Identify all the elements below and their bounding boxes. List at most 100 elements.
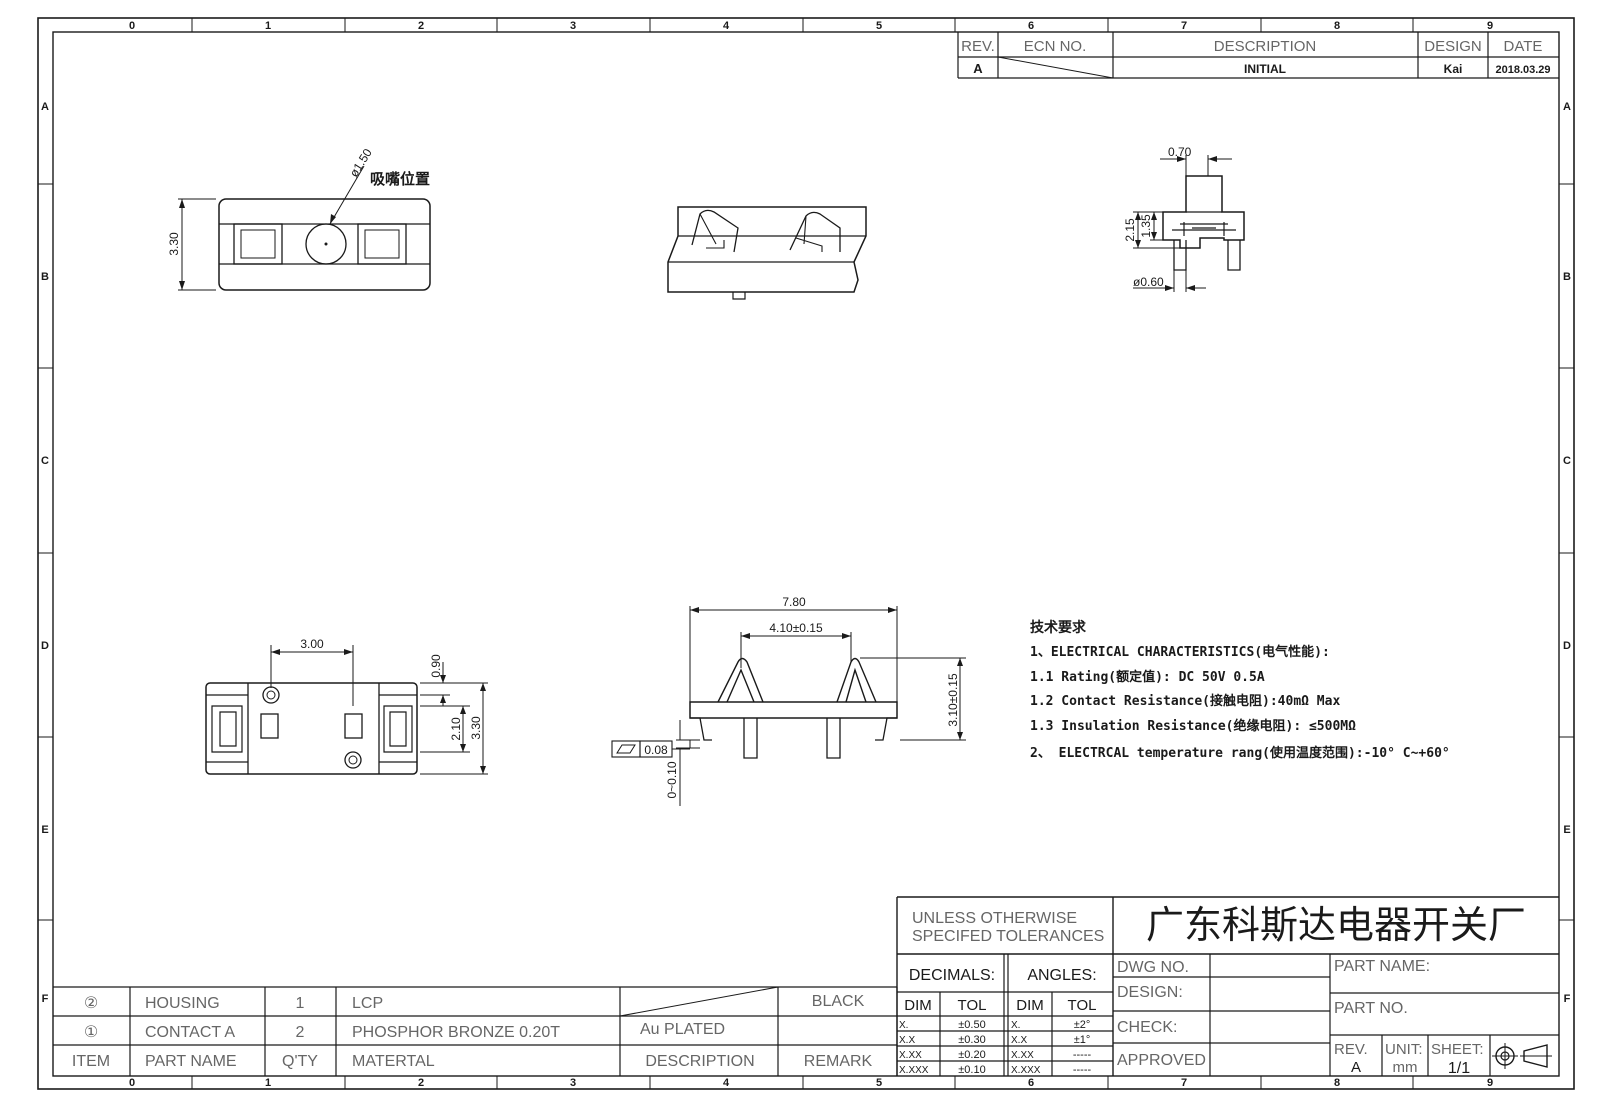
bottom-view-dim-c: 3.30	[469, 716, 483, 740]
side-view-pin-dim: ø0.60	[1133, 275, 1164, 289]
requirement-line: 1.1 Rating(额定值): DC 50V 0.5A	[1030, 669, 1265, 685]
projection-symbol-icon	[1492, 1043, 1552, 1069]
side-view: 0.70 1.35 2.15 ø0.60	[1123, 145, 1245, 292]
zone-col-top: 2	[418, 20, 424, 32]
design-header: DESIGN	[1424, 38, 1482, 55]
zone-col-bottom: 5	[876, 1077, 882, 1089]
zone-row-right: A	[1563, 101, 1571, 113]
zone-col-bottom: 0	[129, 1077, 135, 1089]
zone-col-bottom: 6	[1028, 1077, 1034, 1089]
bottom-view: 3.00 0.90 2.10 3.30	[205, 637, 488, 775]
part-name-label: PART NAME:	[1334, 958, 1430, 975]
front-view-gap-dim: 0~0.10	[665, 761, 679, 798]
zone-row-left: B	[41, 271, 49, 283]
rev-label: REV.	[1334, 1041, 1368, 1058]
bom-item-number: ②	[84, 995, 98, 1012]
approved-label: APPROVED	[1117, 1052, 1206, 1069]
angles-tol-header: TOL	[1068, 997, 1097, 1014]
technical-requirements: 技术要求 1、ELECTRICAL CHARACTERISTICS(电气性能):…	[1030, 619, 1450, 761]
unit-value: mm	[1393, 1059, 1418, 1076]
bom-remark: BLACK	[812, 993, 865, 1010]
unit-label: UNIT:	[1385, 1041, 1423, 1058]
zone-col-top: 4	[723, 20, 730, 32]
bom-part-name: HOUSING	[145, 995, 220, 1012]
decimals-dim-header: DIM	[904, 997, 932, 1014]
angles-dim: X.	[1011, 1020, 1020, 1031]
decimals-label: DECIMALS:	[909, 967, 995, 984]
date-value: 2018.03.29	[1495, 64, 1550, 76]
design-label: DESIGN:	[1117, 984, 1183, 1001]
front-view-height-dim: 3.10±0.15	[946, 673, 960, 727]
bom-header-remark: REMARK	[804, 1053, 873, 1070]
angles-tol: -----	[1073, 1064, 1092, 1076]
decimals-tol: ±0.50	[958, 1019, 985, 1031]
zone-row-right: B	[1563, 271, 1571, 283]
zone-col-bottom: 2	[418, 1077, 424, 1089]
requirement-line: 1.3 Insulation Resistance(绝缘电阻): ≤500MΩ	[1030, 718, 1356, 734]
front-view-pitch-dim: 4.10±0.15	[769, 621, 823, 635]
zone-row-right: D	[1563, 640, 1571, 652]
nozzle-center-mark	[324, 242, 328, 246]
dwg-no-label: DWG NO.	[1117, 959, 1189, 976]
bom-part-name: CONTACT A	[145, 1024, 235, 1041]
date-header: DATE	[1504, 38, 1543, 55]
flatness-symbol	[616, 744, 636, 754]
zone-col-bottom: 4	[723, 1077, 730, 1089]
side-view-top-dim: 0.70	[1168, 145, 1192, 159]
zone-col-top: 5	[876, 20, 882, 32]
check-label: CHECK:	[1117, 1019, 1177, 1036]
bom-header-name: PART NAME	[145, 1053, 237, 1070]
decimals-dim: X.	[899, 1020, 908, 1031]
front-view: 7.80 4.10±0.15 3.10±0.15 0.08 0~0.10	[611, 595, 966, 806]
bom-header-description: DESCRIPTION	[645, 1053, 754, 1070]
zone-col-top: 7	[1181, 20, 1187, 32]
zone-col-top: 6	[1028, 20, 1034, 32]
zone-col-bottom: 9	[1487, 1077, 1493, 1089]
side-view-mid-dim: 1.35	[1139, 214, 1153, 238]
zone-labels: 0 1 2 3 4 5 6 7 8 9 0 1 2 3 4 5 6 7 8 9 …	[41, 20, 1571, 1089]
bom-table: ② HOUSING 1 LCP BLACK ① CONTACT A 2 PHOS…	[53, 986, 898, 1076]
angles-dim: X.X	[1011, 1035, 1027, 1046]
zone-col-top: 3	[570, 20, 576, 32]
top-view-height-dim: 3.30	[167, 232, 181, 256]
part-no-label: PART NO.	[1334, 1000, 1408, 1017]
zone-row-right: C	[1563, 455, 1571, 467]
angles-dim-header: DIM	[1016, 997, 1044, 1014]
bom-item-number: ①	[84, 1024, 98, 1041]
rev-value: A	[973, 61, 983, 76]
bom-material: PHOSPHOR BRONZE 0.20T	[352, 1024, 560, 1041]
zone-col-bottom: 3	[570, 1077, 576, 1089]
bom-header-qty: Q'TY	[282, 1053, 318, 1070]
requirement-line: 2、 ELECTRCAL temperature rang(使用温度范围):-1…	[1030, 745, 1450, 761]
bottom-view-dim-b: 2.10	[449, 717, 463, 741]
decimals-tol: ±0.10	[958, 1064, 985, 1076]
description-value: INITIAL	[1244, 62, 1286, 76]
bottom-view-dim-a: 0.90	[429, 654, 443, 678]
zone-row-left: A	[41, 101, 49, 113]
angles-tol: -----	[1073, 1049, 1092, 1061]
decimals-dim: X.XX	[899, 1050, 922, 1061]
angles-tol: ±1°	[1074, 1034, 1091, 1046]
tolerance-note: UNLESS OTHERWISE	[912, 910, 1077, 927]
flatness-value: 0.08	[644, 743, 668, 757]
zone-col-top: 0	[129, 20, 135, 32]
zone-row-left: C	[41, 455, 49, 467]
bom-header-item: ITEM	[72, 1053, 110, 1070]
zone-col-bottom: 7	[1181, 1077, 1187, 1089]
zone-row-left: E	[41, 824, 48, 836]
zone-row-left: F	[42, 993, 49, 1005]
sheet-value: 1/1	[1448, 1060, 1470, 1077]
decimals-dim: X.X	[899, 1035, 915, 1046]
requirement-line: 1、ELECTRICAL CHARACTERISTICS(电气性能):	[1030, 644, 1330, 660]
bom-description: Au PLATED	[640, 1021, 725, 1038]
requirement-line: 1.2 Contact Resistance(接触电阻):40mΩ Max	[1030, 693, 1340, 709]
top-view: 3.30 ø1.50 吸嘴位置	[167, 146, 431, 291]
angles-dim: X.XXX	[1011, 1065, 1041, 1076]
zone-col-bottom: 1	[265, 1077, 271, 1089]
zone-col-top: 8	[1334, 20, 1340, 32]
sheet-border	[37, 17, 1575, 1090]
bom-qty: 1	[296, 995, 305, 1012]
zone-row-left: D	[41, 640, 49, 652]
zone-row-right: F	[1564, 993, 1571, 1005]
